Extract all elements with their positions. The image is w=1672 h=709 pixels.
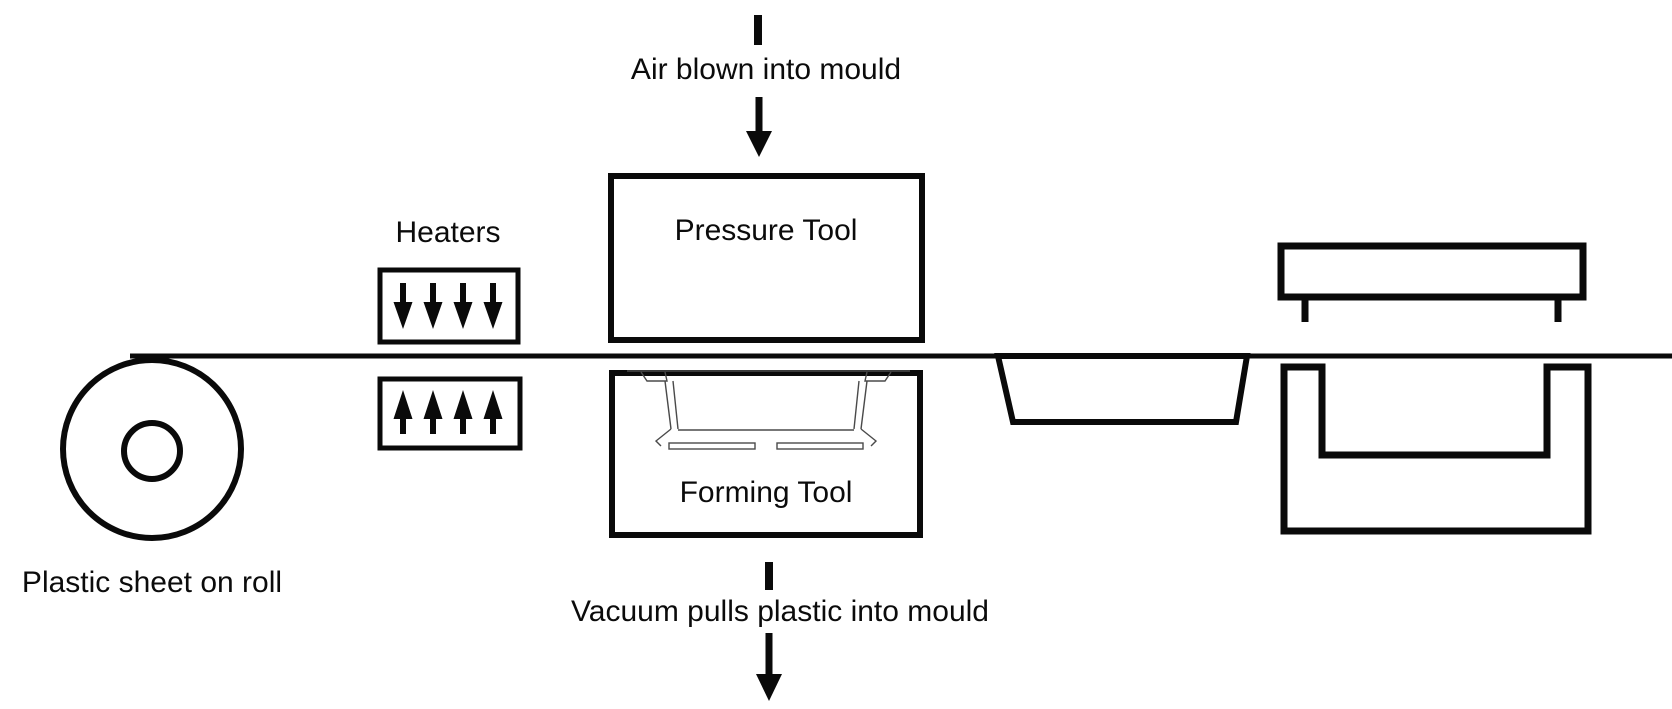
heater-up-arrow-icon [453, 390, 473, 434]
air-flow-label: Air blown into mould [630, 53, 902, 86]
trim-tool-upper-platen [1277, 242, 1587, 301]
pressure-tool-label: Pressure Tool [674, 214, 858, 247]
tray-left-lip [640, 371, 668, 382]
tray-left-wall [664, 380, 672, 430]
tray-right-wall [853, 380, 860, 430]
plastic-roll-outer-circle [60, 357, 244, 541]
heater-down-arrow-icon [423, 283, 443, 329]
tray-right-wall [860, 380, 868, 430]
heater-down-arrow-icon [483, 283, 503, 329]
tray-left-foot-pad [668, 442, 756, 450]
heater-box-top [377, 267, 521, 345]
vacuum-flow-label: Vacuum pulls plastic into mould [571, 595, 989, 628]
tray-left-skirt [654, 428, 672, 447]
tray-right-foot-pad [776, 442, 864, 450]
trim-mould-die [1280, 363, 1592, 535]
heater-down-arrow-icon [453, 283, 473, 329]
tray-left-wall [672, 380, 679, 430]
diagram-linework [60, 15, 1672, 676]
plastic-roll-label: Plastic sheet on roll [21, 566, 283, 599]
heater-up-arrow-icon [483, 390, 503, 434]
heater-up-arrow-icon [393, 390, 413, 434]
forming-tool-label: Forming Tool [679, 476, 853, 509]
heater-box-bottom [377, 376, 523, 451]
plastic-roll-core-circle [121, 420, 183, 482]
air-arrowhead-icon [746, 131, 772, 157]
tray-right-lip [864, 371, 892, 382]
heater-down-arrow-icon [393, 283, 413, 329]
pressure-tool-box [608, 173, 925, 343]
forming-tool-box [609, 370, 923, 538]
formed-part-in-sheet [994, 353, 1251, 425]
vacuum-arrowhead-icon [756, 674, 782, 701]
tray-right-skirt [860, 428, 878, 447]
heater-up-arrow-icon [423, 390, 443, 434]
diagram-arrows [393, 131, 782, 701]
formed-tray-drawing [627, 370, 910, 450]
heaters-label: Heaters [395, 216, 501, 249]
